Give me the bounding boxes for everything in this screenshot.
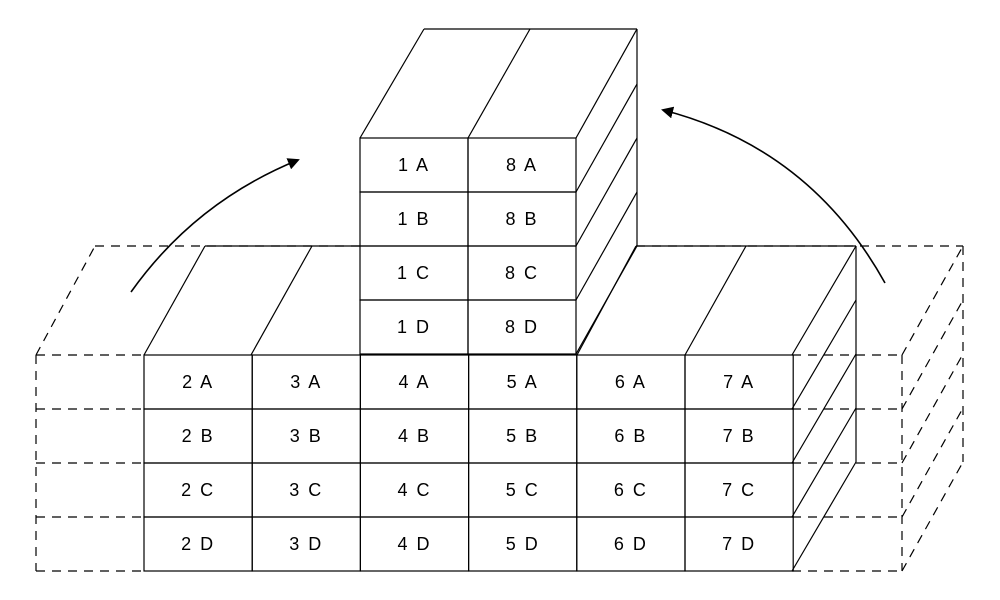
cell-label: 1 A (398, 155, 430, 175)
block-cell: 6 D (576, 516, 686, 572)
block-cell: 3 B (251, 408, 361, 464)
block-cell: 1 D (359, 299, 469, 355)
cell-label: 4 A (398, 372, 430, 392)
cell-label: 1 D (397, 317, 431, 337)
block-cell: 6 A (576, 354, 686, 410)
block-cell: 7 C (684, 462, 794, 518)
cell-label: 7 D (722, 534, 756, 554)
cell-label: 1 C (397, 263, 431, 283)
cell-label: 6 B (614, 426, 647, 446)
block-cell: 3 A (251, 354, 361, 410)
block-cell: 1 A (359, 137, 469, 193)
block-cell: 6 B (576, 408, 686, 464)
cell-label: 7 A (723, 372, 755, 392)
top-block-front: 1 A 8 A 1 B 8 B 1 C 8 C 1 D 8 D (359, 137, 577, 355)
block-cell: 5 A (468, 354, 578, 410)
cell-label: 8 C (505, 263, 539, 283)
block-cell: 4 D (359, 516, 470, 572)
cell-label: 3 B (290, 426, 323, 446)
cell-label: 8 A (506, 155, 538, 175)
block-cell: 7 B (684, 408, 794, 464)
cell-label: 5 B (506, 426, 539, 446)
cell-label: 8 B (505, 209, 538, 229)
cell-label: 8 D (505, 317, 539, 337)
cell-label: 2 C (181, 480, 215, 500)
cell-label: 5 D (506, 534, 540, 554)
rotation-arrows (130, 106, 886, 293)
curved-arrow-up-right-icon (130, 158, 300, 293)
block-cell: 2 A (143, 354, 253, 410)
block-cell: 8 C (467, 245, 577, 301)
block-cell: 8 A (467, 137, 577, 193)
cell-label: 2 D (181, 534, 215, 554)
cell-label: 2 B (182, 426, 215, 446)
cell-label: 1 B (397, 209, 430, 229)
cell-label: 5 A (507, 372, 539, 392)
block-cell: 8 B (467, 191, 577, 247)
block-cell: 3 D (251, 516, 361, 572)
cell-label: 3 D (289, 534, 323, 554)
cell-label: 6 D (614, 534, 648, 554)
cell-label: 3 A (290, 372, 322, 392)
top-block-faces (359, 28, 638, 355)
cell-label: 4 C (397, 480, 431, 500)
cell-label: 7 B (723, 426, 756, 446)
cell-label: 4 B (398, 426, 431, 446)
block-cell: 7 D (684, 516, 794, 572)
cell-label: 5 C (506, 480, 540, 500)
cell-label: 6 A (615, 372, 647, 392)
curved-arrow-up-left-icon (661, 106, 886, 284)
block-cell: 6 C (576, 462, 686, 518)
block-cell: 2 B (143, 408, 253, 464)
block-cell: 4 A (359, 354, 470, 410)
block-cell: 2 D (143, 516, 253, 572)
block-cell: 3 C (251, 462, 361, 518)
block-cell: 1 C (359, 245, 469, 301)
block-cell: 8 D (467, 299, 577, 355)
block-cell: 2 C (143, 462, 253, 518)
cell-label: 7 C (722, 480, 756, 500)
ghost-outline (35, 245, 964, 572)
cell-label: 6 C (614, 480, 648, 500)
block-cell: 4 C (359, 462, 470, 518)
block-cell: 5 C (468, 462, 578, 518)
block-cell: 4 B (359, 408, 470, 464)
cell-label: 2 A (182, 372, 214, 392)
cell-label: 3 C (289, 480, 323, 500)
base-block-front: 2 A 3 A 4 A 5 A 6 A 7 A 2 B 3 B 4 B 5 B 6 B 7 B 2 C 3… (143, 354, 794, 572)
block-cell: 1 B (359, 191, 469, 247)
cell-label: 4 D (397, 534, 431, 554)
block-cell: 7 A (684, 354, 794, 410)
block-cell: 5 B (468, 408, 578, 464)
block-cell: 5 D (468, 516, 578, 572)
